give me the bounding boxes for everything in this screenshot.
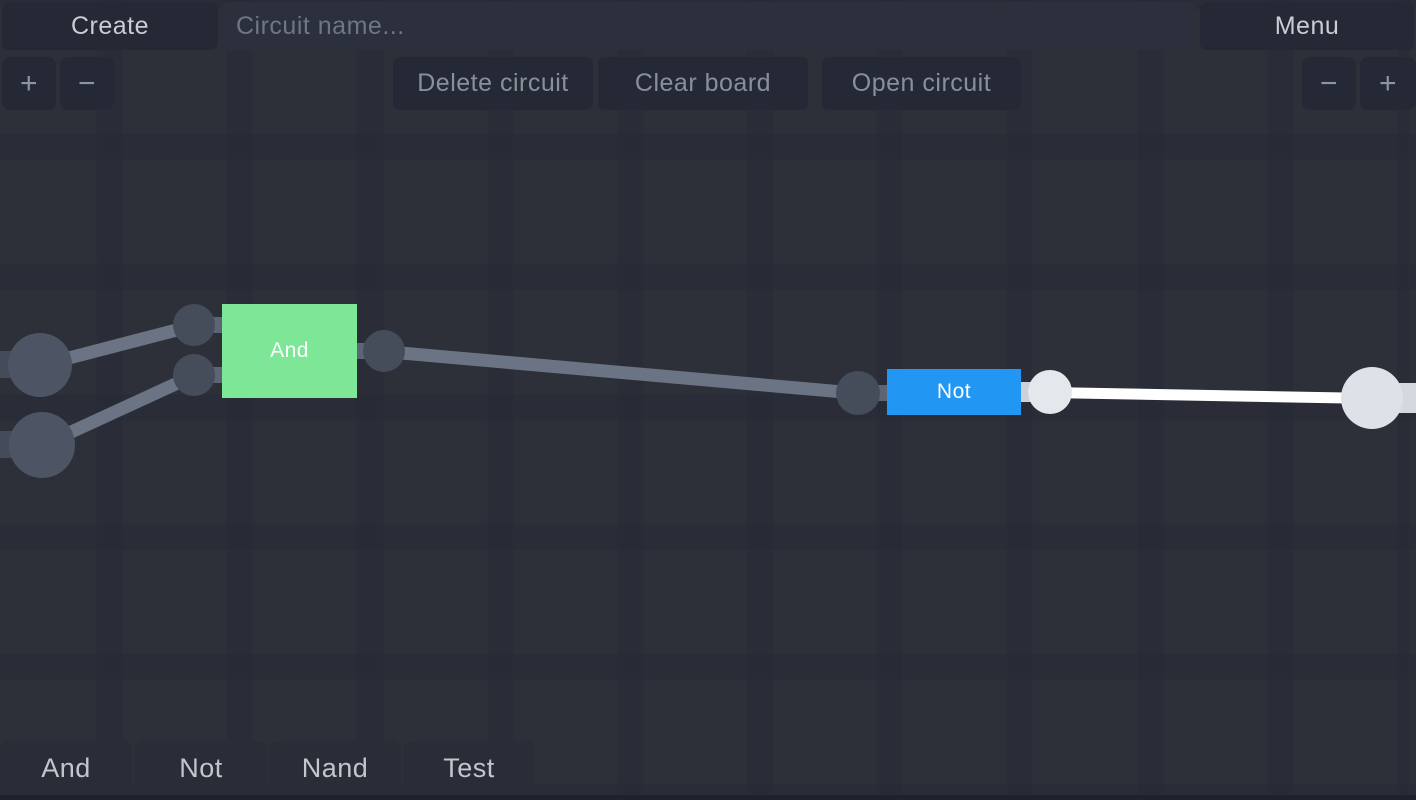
palette-item-test[interactable]: Test [403,741,535,795]
wire-not-to-output[interactable] [1049,386,1373,404]
output-node[interactable] [1341,367,1403,429]
not-input-pin[interactable] [836,371,880,415]
zoom-out-button-left[interactable]: − [60,57,114,110]
zoom-in-button-left[interactable]: + [2,57,56,110]
menu-button[interactable]: Menu [1200,2,1414,50]
and-input-pin-1[interactable] [173,304,215,346]
not-gate[interactable]: Not [887,369,1021,415]
palette-item-nand[interactable]: Nand [269,741,401,795]
and-input-pin-2[interactable] [173,354,215,396]
open-circuit-button[interactable]: Open circuit [822,57,1021,110]
not-output-pin[interactable] [1028,370,1072,414]
clear-board-button[interactable]: Clear board [598,57,808,110]
palette-item-and[interactable]: And [0,741,132,795]
create-button[interactable]: Create [2,2,218,50]
palette-item-not[interactable]: Not [135,741,267,795]
circuit-name-input[interactable] [222,2,1195,50]
and-output-pin[interactable] [363,330,405,372]
gate-label: Not [936,380,972,403]
zoom-in-button-right[interactable]: + [1360,57,1416,110]
and-gate[interactable]: And [222,304,357,398]
delete-circuit-button[interactable]: Delete circuit [393,57,593,110]
zoom-out-button-right[interactable]: − [1302,57,1356,110]
wire-and-to-not[interactable] [383,344,861,400]
input-node-2[interactable] [9,412,75,478]
bottom-edge-strip [0,795,1416,800]
gate-label: And [270,339,309,362]
input-node-1[interactable] [8,333,72,397]
